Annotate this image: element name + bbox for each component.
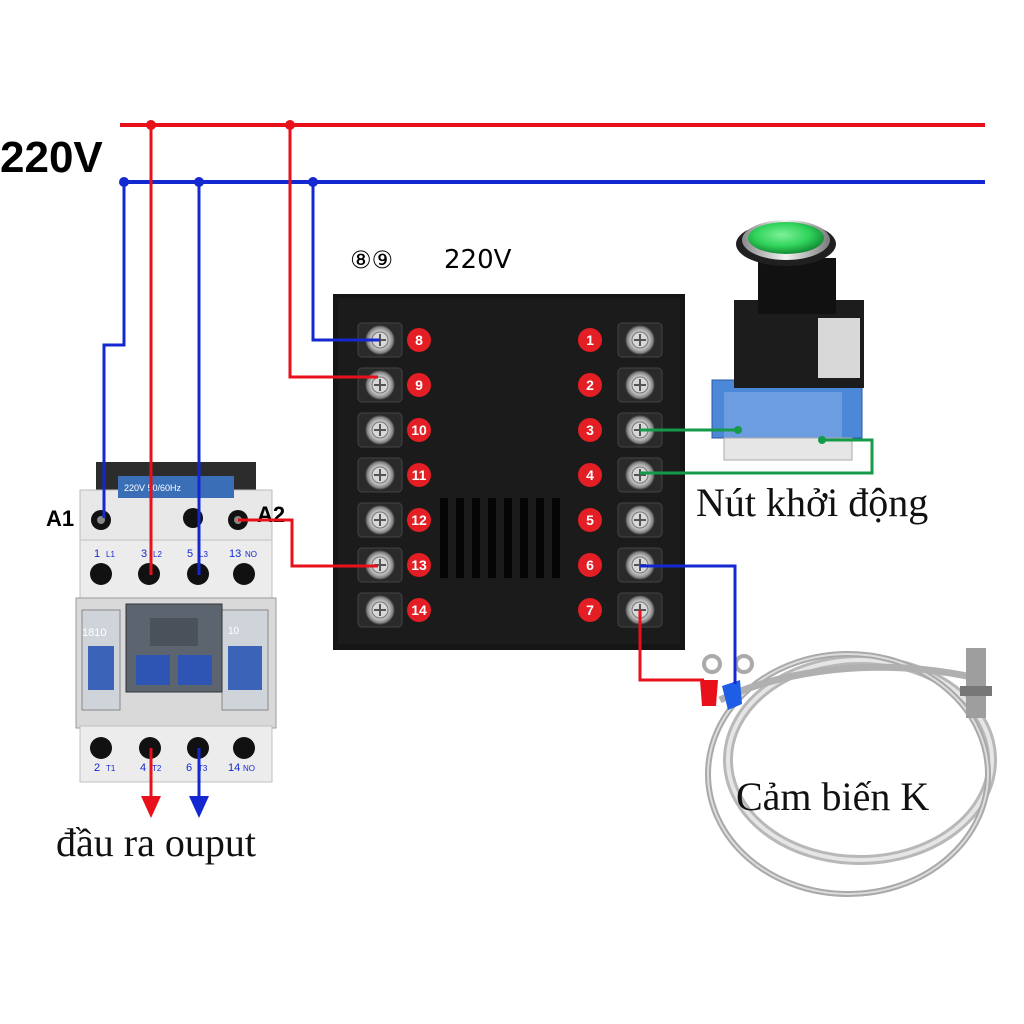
contactor-rating: 220V 50/60Hz <box>124 483 182 493</box>
green-button-cap <box>748 222 824 254</box>
power-voltage-note: 220V <box>444 245 512 275</box>
contactor-top-label: 13 <box>229 548 241 560</box>
power-terminal-circles: ⑧⑨ <box>350 246 393 274</box>
terminal-number: 8 <box>415 332 423 348</box>
contactor-bottom-label: 14 <box>228 762 240 774</box>
terminal-screw: 12 <box>357 502 431 538</box>
terminal-number-badge <box>407 508 431 532</box>
terminal-screw: 5 <box>578 502 663 538</box>
terminal-number-badge <box>407 553 431 577</box>
terminal-number: 12 <box>411 512 427 528</box>
terminal-screw: 10 <box>357 412 431 448</box>
contactor-bottom-label: T1 <box>106 764 116 773</box>
terminal-screw: 11 <box>357 457 431 493</box>
wire-a2-t13 <box>238 518 378 568</box>
contactor-bottom-label: 2 <box>94 762 100 774</box>
terminal-number: 11 <box>412 467 427 483</box>
k-type-sensor <box>700 648 997 897</box>
junction-dots <box>119 120 826 444</box>
contactor-top-label: 1 <box>94 548 100 560</box>
output-arrow-blue <box>189 796 209 818</box>
terminal-number: 9 <box>415 377 423 393</box>
wire-neutral-a1 <box>102 182 126 518</box>
sensor-lug-red <box>700 680 718 706</box>
terminal-number-badge <box>407 373 431 397</box>
controller-power-note: ⑧⑨ 220V <box>350 245 512 275</box>
terminal-number: 4 <box>586 467 594 483</box>
terminal-number: 6 <box>586 557 594 573</box>
contactor-bottom-label: 4 <box>140 762 146 774</box>
contactor-top-label: L3 <box>199 550 208 559</box>
terminal-screw: 4 <box>578 457 663 493</box>
terminal-number: 13 <box>411 557 427 573</box>
terminal-number-badge <box>407 463 431 487</box>
sensor-lug-blue <box>722 680 742 710</box>
terminal-number: 3 <box>586 422 594 438</box>
terminal-number-badge <box>578 373 602 397</box>
supply-lines <box>120 123 985 184</box>
supply-voltage-label: 220V <box>0 133 103 182</box>
contactor-bottom-labels: 2 T1 4 T2 6 T3 14 NO <box>94 762 255 774</box>
contactor-aux-label: 10 <box>228 626 240 637</box>
terminal-number-badge <box>578 553 602 577</box>
contactor-top-label: L1 <box>106 550 115 559</box>
terminal-number-badge <box>578 463 602 487</box>
contactor: 220V 50/60Hz 1810 10 <box>75 462 277 783</box>
contactor-top-label: 3 <box>141 548 147 560</box>
contactor-bottom-label: NO <box>243 764 255 773</box>
terminal-screw: 14 <box>357 592 431 628</box>
terminal-screw: 9 <box>357 367 431 403</box>
coil-a1-label: A1 <box>46 506 74 531</box>
start-push-button <box>711 220 864 461</box>
output-arrow-red <box>141 796 161 818</box>
wire-live-t9 <box>288 125 378 379</box>
terminal-screw: 2 <box>578 367 663 403</box>
wire-sensor-t7 <box>638 610 704 682</box>
terminal-number: 7 <box>586 602 594 618</box>
sensor-label: Cảm biến K <box>736 774 929 819</box>
wiring <box>102 125 874 800</box>
contactor-top-label: L2 <box>153 550 162 559</box>
terminal-number-badge <box>407 418 431 442</box>
terminal-number: 5 <box>586 512 594 528</box>
terminal-number: 2 <box>586 377 594 393</box>
terminal-number-badge <box>407 598 431 622</box>
contactor-top-label: 5 <box>187 548 193 560</box>
terminal-number: 14 <box>411 602 427 618</box>
coil-a2-label: A2 <box>257 502 285 527</box>
vent-grille <box>440 498 560 578</box>
terminal-number-badge <box>578 328 602 352</box>
contactor-bottom-label: T3 <box>198 764 208 773</box>
terminal-number-badge <box>578 418 602 442</box>
terminal-number: 10 <box>411 422 427 438</box>
contactor-top-label: NO <box>245 550 257 559</box>
terminal-number: 1 <box>586 332 594 348</box>
terminal-number-badge <box>578 598 602 622</box>
contactor-top-labels: 1 L1 3 L2 5 L3 13 NO <box>94 548 257 560</box>
contactor-bottom-label: 6 <box>186 762 192 774</box>
terminal-screw: 1 <box>578 322 663 358</box>
contactor-model: 1810 <box>82 627 106 639</box>
terminal-number-badge <box>578 508 602 532</box>
wire-neutral-t8 <box>311 182 380 342</box>
right-terminal-block: 1 2 3 4 5 6 7 <box>578 322 663 628</box>
terminal-screw: 7 <box>578 592 663 628</box>
output-arrows <box>141 796 209 818</box>
start-button-label: Nút khởi động <box>696 480 928 525</box>
terminal-screw: 13 <box>357 547 431 583</box>
output-label: đầu ra ouput <box>56 820 256 865</box>
wire-switch-t4 <box>640 438 874 475</box>
terminal-number-badge <box>407 328 431 352</box>
wire-sensor-t6 <box>640 564 737 684</box>
contactor-bottom-label: T2 <box>152 764 162 773</box>
